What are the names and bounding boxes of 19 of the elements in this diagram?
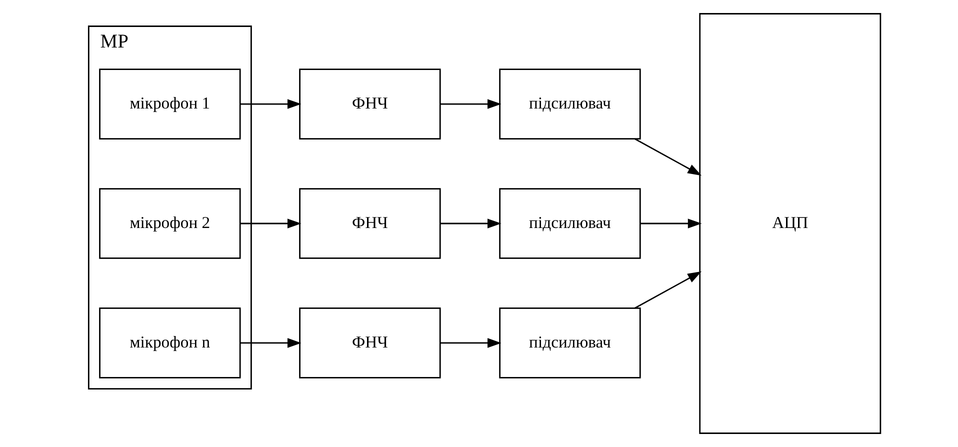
arrow — [634, 271, 702, 309]
node-box: підсилювач — [499, 308, 641, 378]
node-box: мікрофон 2 — [99, 188, 241, 259]
node-box: ФНЧ — [299, 188, 441, 259]
node-box: підсилювач — [499, 68, 641, 140]
arrow — [240, 99, 302, 109]
node-box: ФНЧ — [299, 308, 441, 378]
node-box: мікрофон n — [99, 308, 241, 378]
arrow — [640, 218, 702, 228]
arrow — [440, 99, 502, 109]
arrow — [240, 218, 302, 228]
node-box: ФНЧ — [299, 68, 441, 140]
node-box: АЦП — [699, 13, 882, 434]
arrow — [634, 138, 702, 176]
node-box: мікрофон 1 — [99, 68, 241, 140]
arrow — [440, 218, 502, 228]
arrow — [440, 338, 502, 348]
arrow — [240, 338, 302, 348]
node-box: підсилювач — [499, 188, 641, 259]
